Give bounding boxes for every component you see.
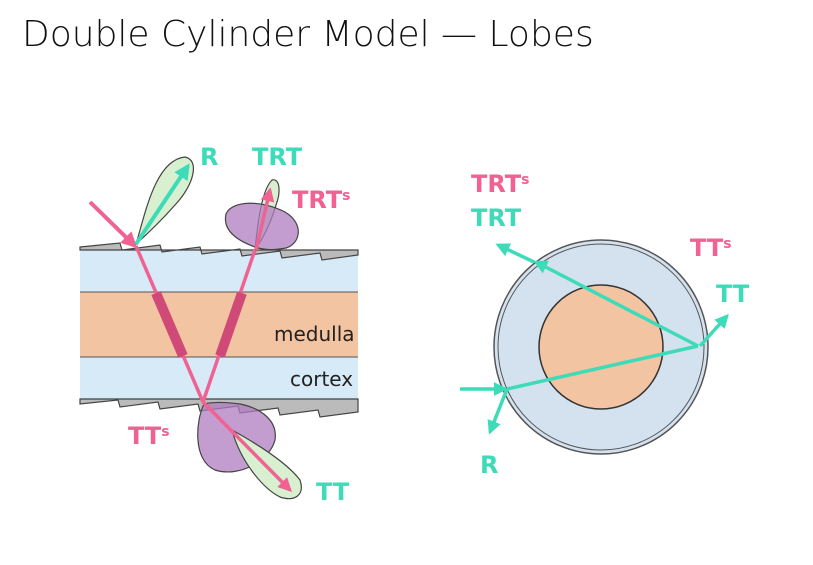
xs-label-TRTs: TRTs — [471, 170, 530, 198]
ray-incident — [88, 200, 138, 249]
label-TRTs: TRTs — [292, 186, 351, 214]
label-cortex: cortex — [290, 367, 353, 391]
xs-ray-TT — [698, 313, 729, 348]
xs-ray-back — [533, 260, 699, 348]
xs-ray-TRT — [495, 243, 535, 264]
xs-ray-R — [487, 388, 509, 435]
xs-ray-through — [506, 344, 699, 391]
outer-cortex-ring — [497, 243, 705, 451]
cross-section: TRTs TRT TTs TT R — [460, 170, 750, 479]
slide-title: Double Cylinder Model — Lobes — [22, 14, 594, 55]
ray-TRT — [254, 187, 275, 251]
label-TTs: TTs — [128, 422, 170, 450]
xs-label-TRT: TRT — [471, 204, 522, 232]
medulla-segment-right — [215, 291, 247, 358]
label-R: R — [200, 143, 218, 171]
ray-R — [134, 163, 190, 246]
label-medulla: medulla — [274, 322, 355, 346]
label-TT: TT — [316, 478, 350, 506]
label-TRT: TRT — [252, 143, 303, 171]
cuticle-top — [79, 242, 359, 261]
cortex-bottom-band — [80, 357, 358, 399]
ray-TT — [201, 400, 292, 492]
xs-label-TTs: TTs — [690, 234, 732, 262]
xs-label-R: R — [480, 451, 498, 479]
medulla-segment-left — [151, 291, 188, 358]
side-view: R TRT TRTs TTs TT medulla cortex — [79, 143, 359, 506]
cortex-top-band — [80, 250, 358, 292]
xs-label-TT: TT — [716, 280, 750, 308]
medulla-circle — [538, 284, 664, 410]
